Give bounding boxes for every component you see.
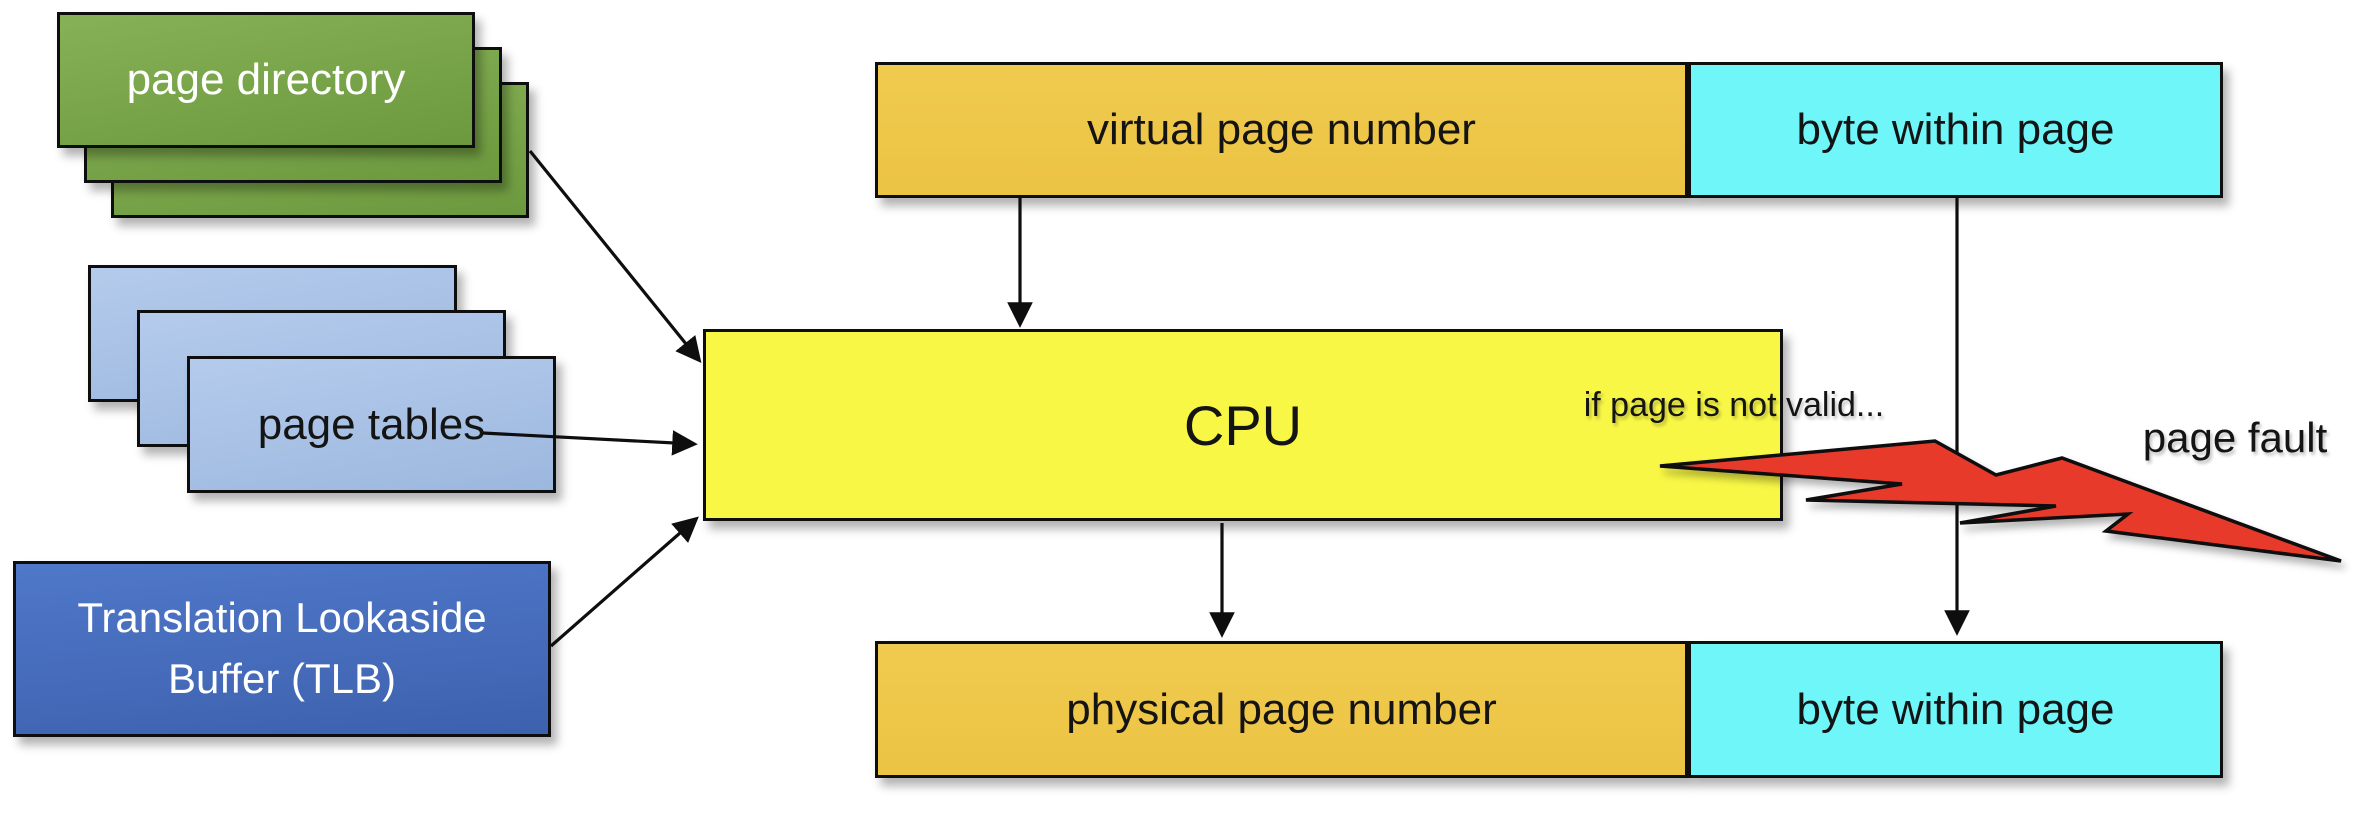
physical-byte-within-page-box: byte within page — [1688, 641, 2223, 778]
page-tables-box: page tables — [187, 356, 556, 493]
arrow-page-directory-to-cpu — [528, 149, 702, 363]
tlb-box: Translation Lookaside Buffer (TLB) — [13, 561, 551, 737]
arrow-tlb-to-cpu — [549, 516, 699, 648]
page-fault-label: page fault — [2142, 414, 2328, 461]
physical-byte-within-page-label: byte within page — [1796, 684, 2115, 734]
virtual-page-number-label: virtual page number — [1087, 105, 1476, 154]
tlb-label: Translation Lookaside Buffer (TLB) — [77, 594, 487, 702]
virtual-byte-within-page-label: byte within page — [1796, 105, 2115, 154]
page-directory-box: page directory — [57, 12, 475, 148]
page-fault-condition-text: if page is not valid... — [1583, 386, 1885, 424]
virtual-page-number-box: virtual page number — [875, 62, 1688, 198]
page-tables-label: page tables — [257, 399, 486, 449]
physical-page-number-box: physical page number — [875, 641, 1688, 778]
page-directory-label: page directory — [126, 55, 406, 104]
virtual-byte-within-page-box: byte within page — [1688, 62, 2223, 198]
physical-page-number-label: physical page number — [1066, 684, 1497, 734]
cpu-label: CPU — [1183, 393, 1303, 457]
cpu-box: CPU — [703, 329, 1783, 521]
